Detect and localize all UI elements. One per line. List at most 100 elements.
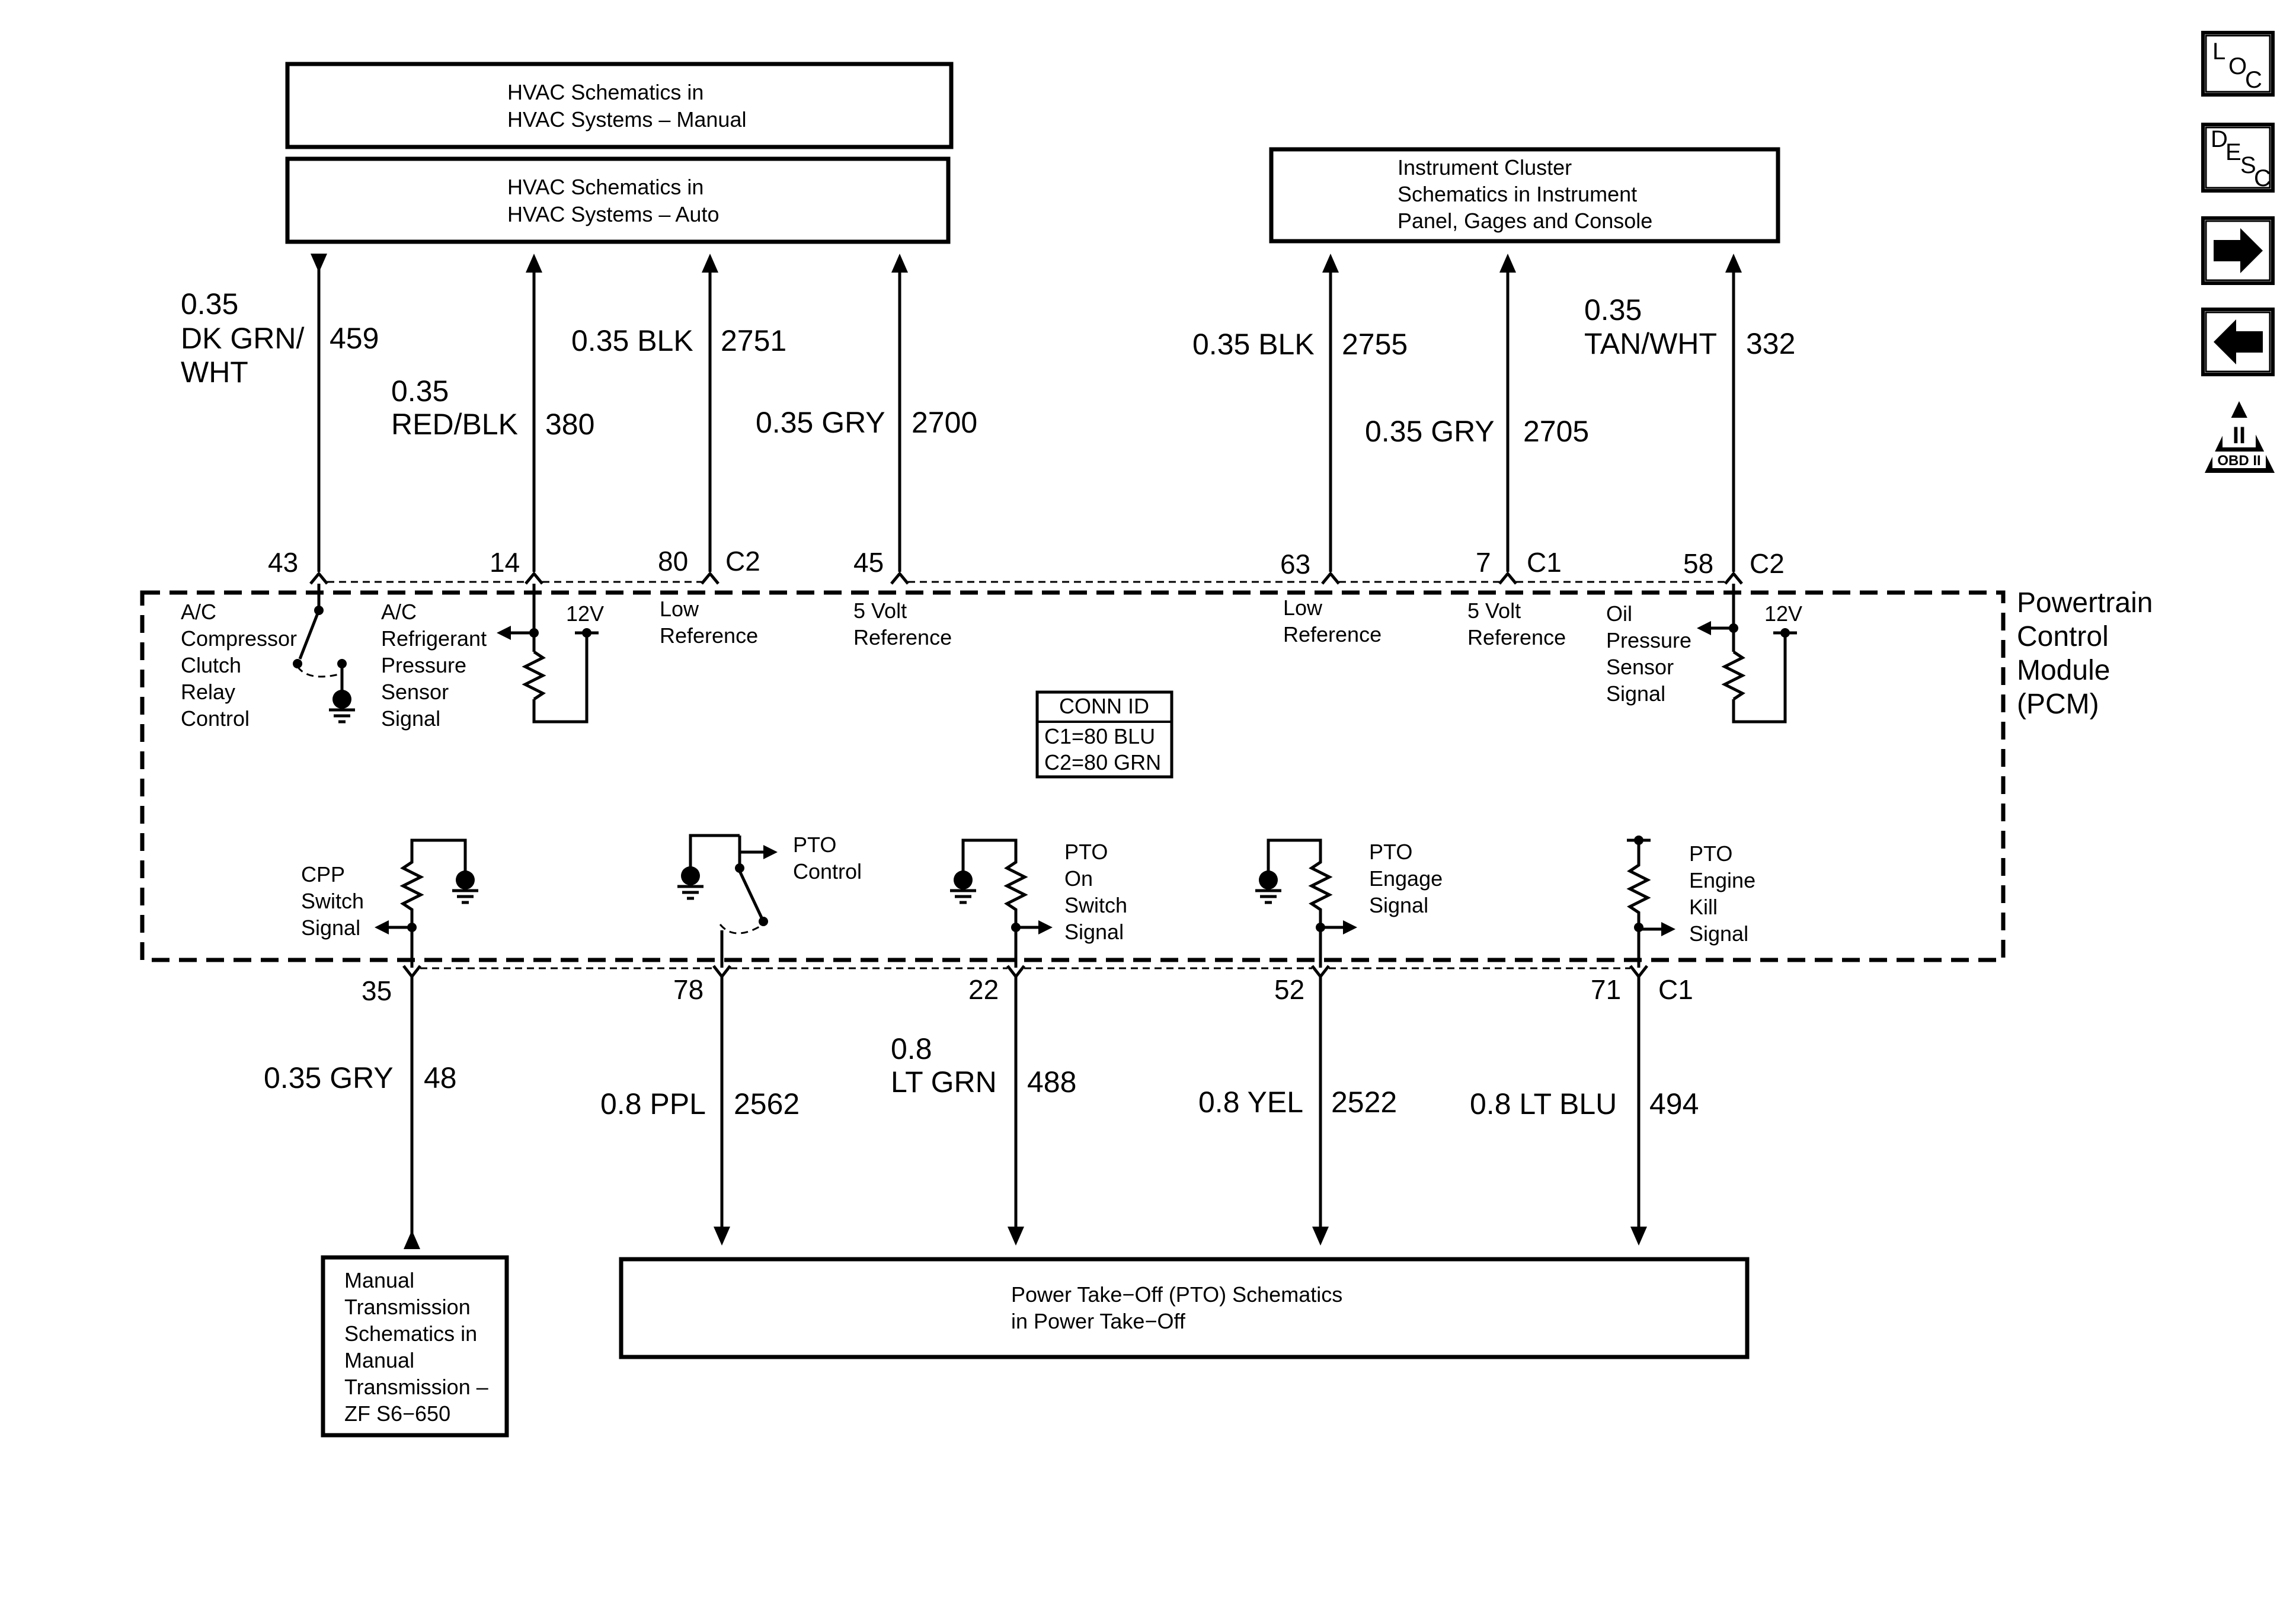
wire-2700-size: 0.35 GRY — [756, 406, 885, 439]
box-pto-line2: in Power Take−Off — [1011, 1309, 1186, 1333]
wire-2751-size: 0.35 BLK — [571, 324, 693, 357]
conn-id-c1: C1=80 BLU — [1044, 724, 1155, 748]
pin-80: 80 — [658, 546, 688, 577]
svg-text:Oil: Oil — [1606, 601, 1632, 626]
box-hvac-manual: HVAC Schematics in HVAC Systems – Manual — [285, 62, 954, 149]
svg-text:Signal: Signal — [1689, 921, 1748, 946]
wire-2755-circuit: 2755 — [1342, 328, 1408, 361]
box-instrument-line1: Instrument Cluster — [1398, 155, 1572, 180]
obd-ii-label: OBD II — [2217, 453, 2260, 469]
ac-refrigerant-pressure-resistor: 12V — [497, 584, 604, 724]
wire-2562-circuit: 2562 — [734, 1087, 800, 1121]
svg-text:Signal: Signal — [1369, 893, 1428, 917]
ac-clutch-relay-switch — [293, 584, 355, 724]
conn-c2-b: C2 — [1750, 548, 1785, 579]
arrow-right-icon — [2214, 228, 2263, 273]
label-5v-reference-2: 5 Volt Reference — [1467, 598, 1566, 649]
back-arrow-button[interactable] — [2201, 308, 2275, 376]
signal-arrow-left — [375, 920, 389, 934]
svg-text:Signal: Signal — [301, 916, 360, 940]
conn-c2-a: C2 — [725, 546, 760, 577]
signal-arrow-right — [1343, 920, 1357, 934]
svg-text:Transmission: Transmission — [344, 1295, 471, 1319]
wire-332-size: 0.35 — [1584, 293, 1642, 327]
wire-488-color: LT GRN — [891, 1065, 997, 1099]
label-pto-engine-kill-signal: PTO Engine Kill Signal — [1689, 841, 1755, 946]
conn-id-c2: C2=80 GRN — [1044, 750, 1161, 774]
svg-text:Transmission –: Transmission – — [344, 1375, 488, 1399]
svg-text:Signal: Signal — [381, 706, 440, 731]
pcm-name-line2: Control — [2017, 621, 2109, 652]
box-hvac-auto-line2: HVAC Systems – Auto — [507, 202, 719, 226]
pin-58: 58 — [1683, 548, 1713, 579]
obd-ii-button[interactable]: II OBD II — [2205, 401, 2275, 473]
bottom-connector-pins: 35 78 22 52 71 C1 — [362, 965, 1693, 1006]
wire-48: 0.35 GRY 48 — [264, 977, 457, 1249]
label-pto-engage-signal: PTO Engage Signal — [1369, 840, 1443, 917]
wire-380-circuit: 380 — [545, 408, 594, 441]
pcm-module-name: Powertrain Control Module (PCM) — [2017, 587, 2153, 720]
pto-control-switch — [677, 834, 778, 968]
svg-text:Pressure: Pressure — [381, 653, 466, 677]
conn-c1-b: C1 — [1658, 974, 1693, 1005]
obd-ii-numeral: II — [2233, 422, 2246, 449]
pin-35: 35 — [362, 975, 392, 1006]
label-ac-refrigerant-sensor: A/C Refrigerant Pressure Sensor Signal — [381, 600, 487, 731]
loc-button[interactable]: L O C — [2201, 31, 2275, 97]
pin-78: 78 — [673, 974, 703, 1005]
loc-letter-l: L — [2212, 39, 2225, 65]
signal-arrow-left — [1697, 621, 1711, 635]
desc-letter-c: C — [2254, 165, 2271, 191]
wire-48-size: 0.35 GRY — [264, 1061, 394, 1094]
svg-text:PTO: PTO — [1369, 840, 1412, 864]
svg-text:Switch: Switch — [1064, 893, 1127, 917]
wire-2562-size: 0.8 PPL — [600, 1087, 706, 1121]
wire-494-circuit: 494 — [1649, 1087, 1699, 1121]
signal-arrow-right — [1661, 922, 1675, 936]
svg-text:Control: Control — [793, 859, 862, 884]
svg-text:Sensor: Sensor — [1606, 655, 1674, 679]
svg-text:Reference: Reference — [1467, 625, 1566, 649]
loc-letter-o: O — [2228, 53, 2247, 79]
svg-text:PTO: PTO — [793, 833, 836, 857]
svg-text:On: On — [1064, 866, 1093, 891]
desc-letter-e: E — [2225, 139, 2241, 165]
svg-text:Relay: Relay — [181, 680, 235, 704]
wire-494-size: 0.8 LT BLU — [1470, 1087, 1617, 1121]
pin-14: 14 — [490, 547, 520, 578]
wire-459: 0.35 DK GRN/ WHT 459 — [181, 254, 379, 572]
wire-2522: 0.8 YEL 2522 — [1198, 977, 1397, 1246]
box-hvac-manual-line1: HVAC Schematics in — [507, 80, 703, 104]
wire-380-color: RED/BLK — [391, 408, 518, 441]
wire-2705-circuit: 2705 — [1523, 415, 1589, 448]
box-hvac-manual-line2: HVAC Systems – Manual — [507, 107, 746, 132]
pcm-name-line3: Module — [2017, 655, 2110, 686]
wire-2522-circuit: 2522 — [1331, 1086, 1397, 1119]
arrow-down-marker — [311, 254, 327, 273]
label-ac-clutch-relay-control: A/C Compressor Clutch Relay Control — [181, 600, 297, 731]
loc-letter-c: C — [2245, 67, 2262, 93]
pto-engine-kill-resistor — [1626, 836, 1675, 968]
svg-text:Sensor: Sensor — [381, 680, 449, 704]
wire-459-size: 0.35 — [181, 287, 238, 321]
wire-459-color-line1: DK GRN/ — [181, 322, 304, 355]
signal-arrow-right — [1038, 920, 1053, 934]
svg-text:Engage: Engage — [1369, 866, 1443, 891]
box-instrument-cluster: Instrument Cluster Schematics in Instrum… — [1269, 147, 1780, 244]
label-12v-b: 12V — [1764, 601, 1802, 626]
pin-52: 52 — [1274, 974, 1304, 1005]
wire-380: 0.35 RED/BLK 380 — [391, 254, 594, 572]
svg-text:Control: Control — [181, 706, 250, 731]
conn-id-title: CONN ID — [1059, 694, 1149, 718]
wire-488: 0.8 LT GRN 488 — [891, 977, 1076, 1246]
wire-2700-circuit: 2700 — [912, 406, 977, 439]
pin-22: 22 — [968, 974, 999, 1005]
desc-button[interactable]: D E S C — [2201, 123, 2275, 193]
next-arrow-button[interactable] — [2201, 216, 2275, 285]
svg-text:A/C: A/C — [181, 600, 216, 624]
svg-text:Engine: Engine — [1689, 868, 1755, 892]
pin-63: 63 — [1280, 549, 1310, 580]
desc-letter-s: S — [2240, 152, 2256, 178]
pto-on-switch-resistor — [950, 838, 1053, 968]
svg-text:Compressor: Compressor — [181, 626, 297, 651]
